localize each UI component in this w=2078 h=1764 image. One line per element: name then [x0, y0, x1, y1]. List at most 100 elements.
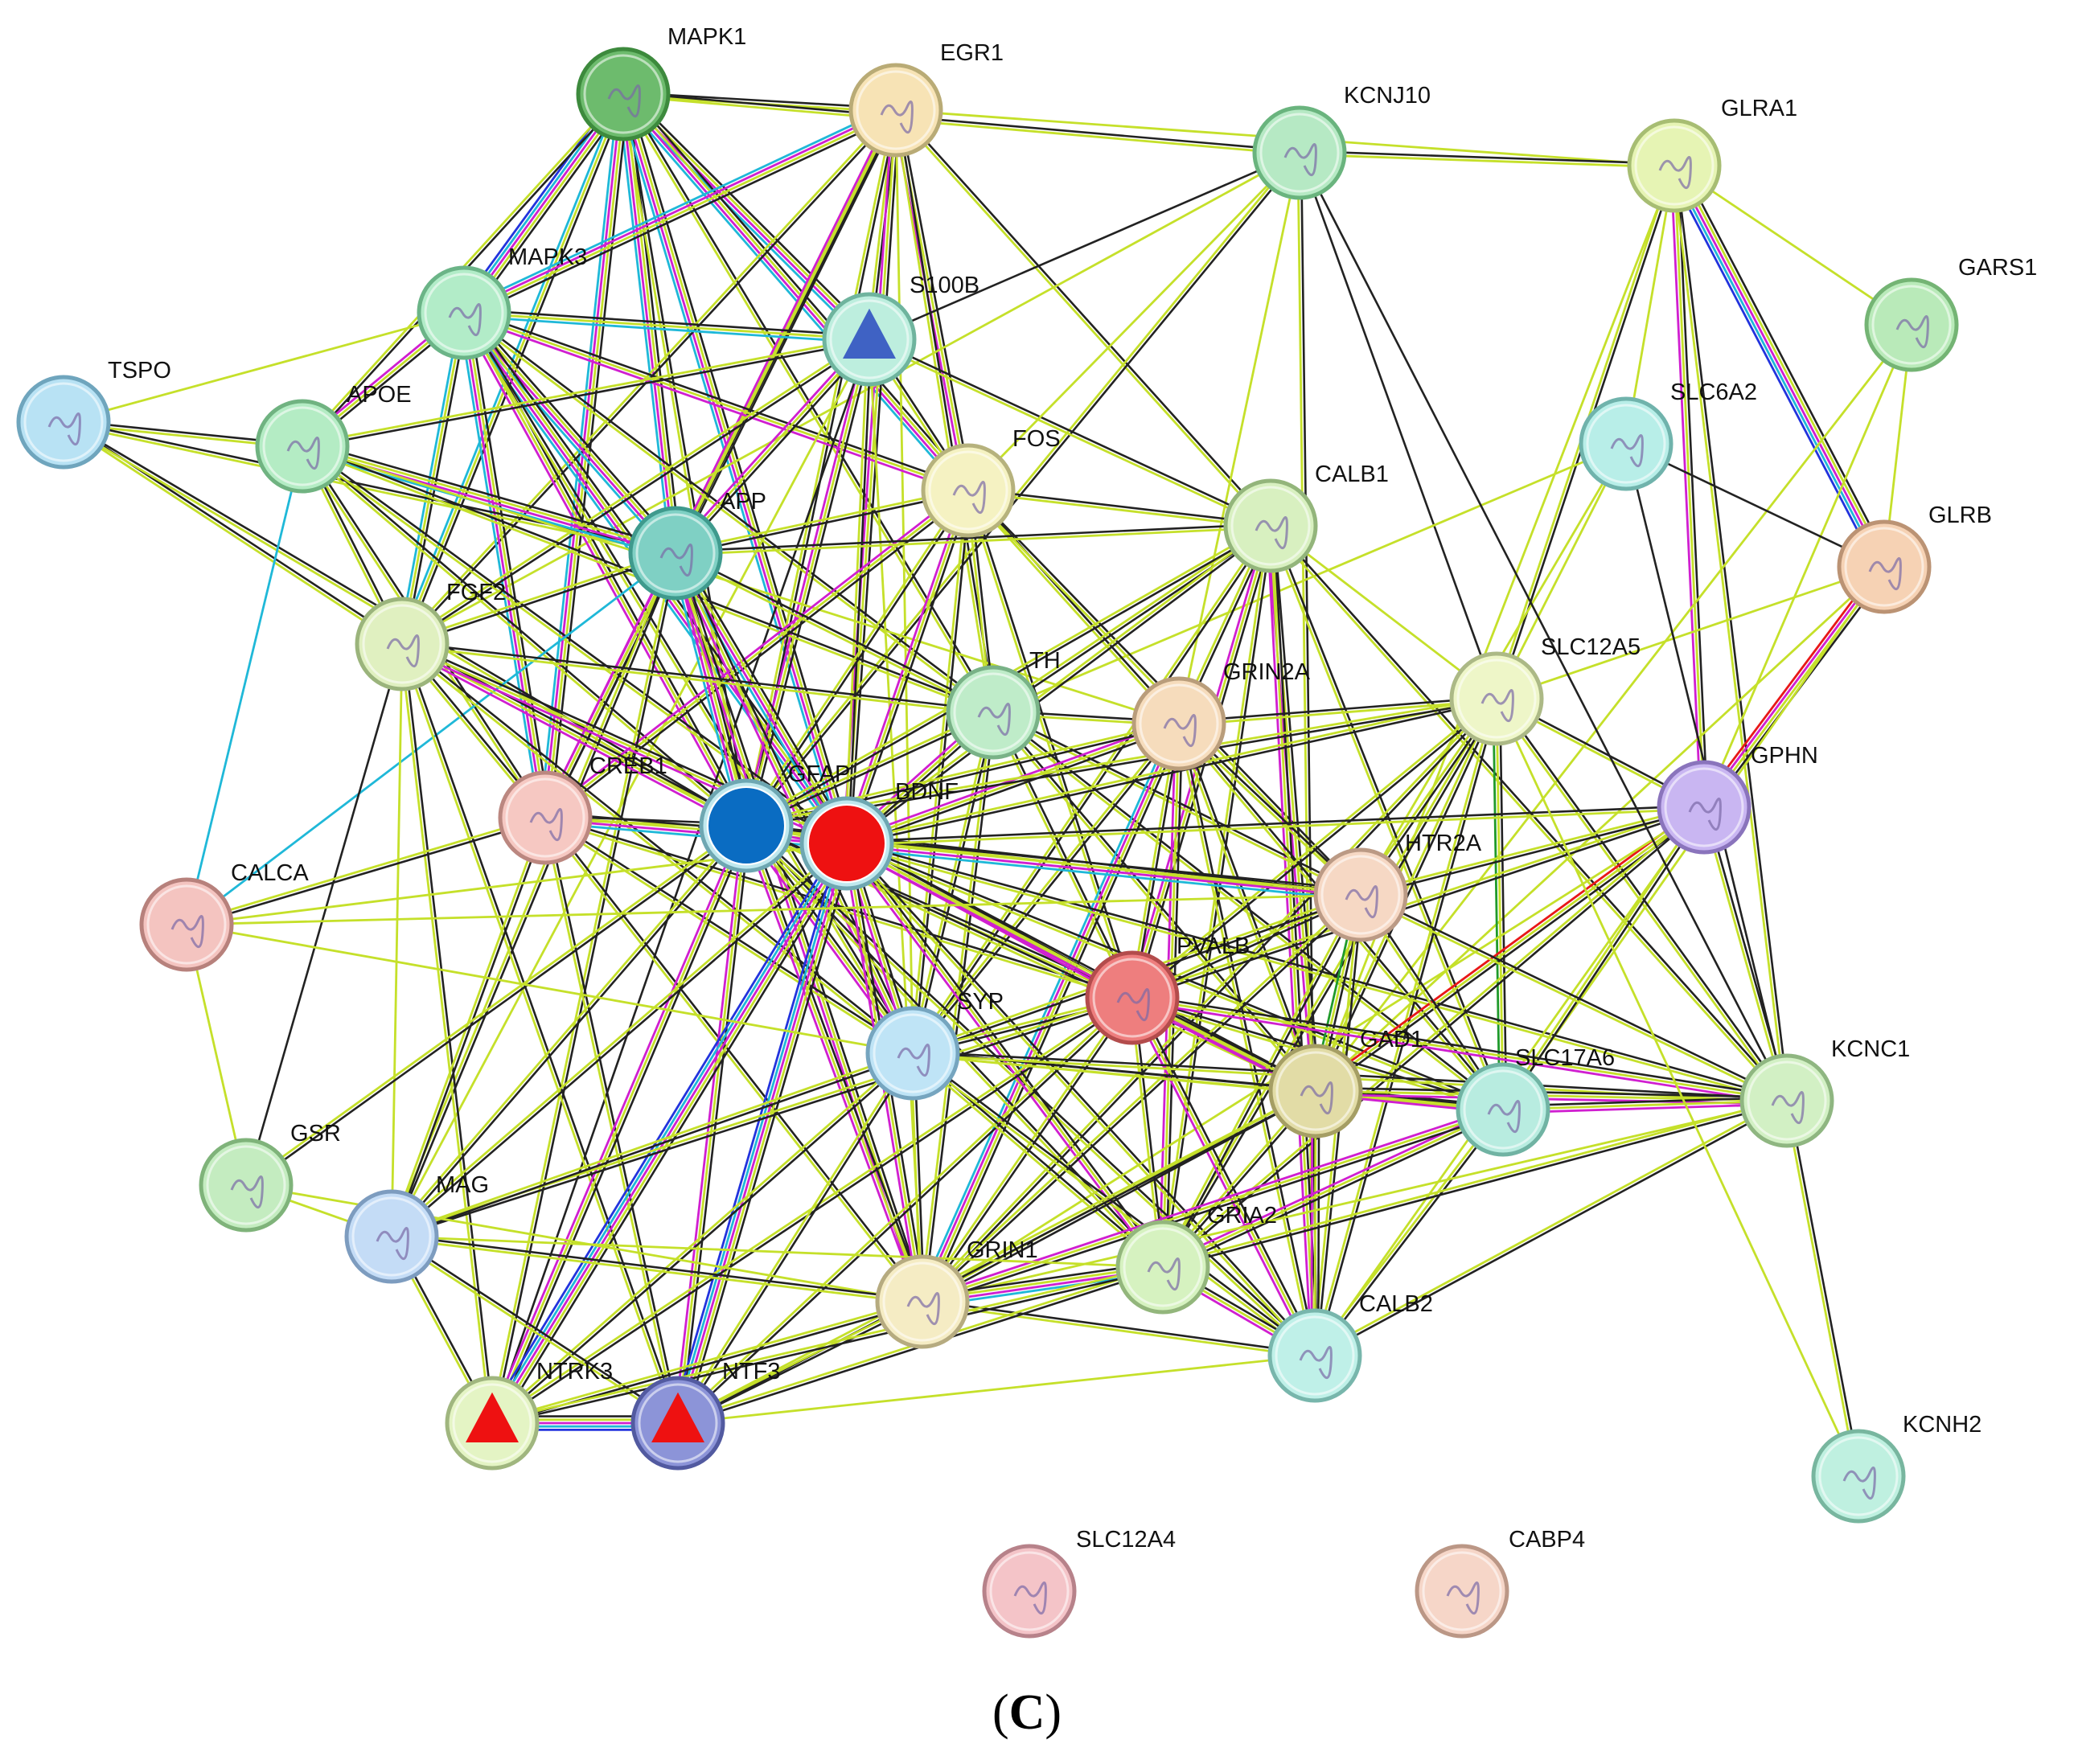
node-slc12a5[interactable]: SLC12A5	[1449, 634, 1641, 746]
node-circle[interactable]	[1456, 1062, 1550, 1157]
node-fos[interactable]: FOS	[921, 426, 1061, 538]
edge-strand	[922, 699, 1499, 1304]
node-cabp4[interactable]: CABP4	[1415, 1527, 1585, 1639]
node-tspo[interactable]: TSPO	[16, 358, 171, 470]
node-circle[interactable]	[1449, 651, 1544, 746]
node-circle[interactable]	[355, 597, 450, 691]
edge-strand	[1268, 526, 1787, 1103]
node-circle[interactable]	[1085, 950, 1180, 1045]
node-circle[interactable]	[946, 665, 1041, 760]
node-ntrk3[interactable]: NTRK3	[445, 1359, 613, 1471]
node-mag[interactable]: MAG	[344, 1172, 489, 1284]
node-pvalb[interactable]: PVALB	[1085, 933, 1250, 1045]
node-circle[interactable]	[1223, 478, 1318, 573]
edge-bdnf-gphn	[846, 804, 1705, 847]
protein-structure-icon	[1446, 1581, 1480, 1614]
node-ntf3[interactable]: NTF3	[630, 1359, 781, 1471]
node-th[interactable]: TH	[946, 648, 1061, 760]
node-slc12a4[interactable]: SLC12A4	[982, 1527, 1176, 1639]
node-circle[interactable]	[1864, 277, 1959, 372]
node-kcnc1[interactable]: KCNC1	[1739, 1036, 1910, 1148]
edge-strand	[464, 308, 870, 338]
node-gfap[interactable]: GFAP	[699, 761, 850, 873]
node-calca[interactable]: CALCA	[139, 860, 309, 972]
node-egr1[interactable]: EGR1	[848, 40, 1004, 158]
node-slc17a6[interactable]: SLC17A6	[1456, 1045, 1615, 1157]
node-creb1[interactable]: CREB1	[498, 753, 667, 865]
edge-strand	[1671, 166, 1787, 1101]
node-circle[interactable]	[875, 1254, 970, 1349]
node-circle[interactable]	[1837, 519, 1932, 614]
node-circle[interactable]	[1131, 676, 1226, 771]
node-gphn[interactable]: GPHN	[1657, 743, 1818, 855]
node-gad1[interactable]: GAD1	[1268, 1027, 1423, 1138]
node-syp[interactable]: SYP	[865, 989, 1004, 1101]
node-kcnh2[interactable]: KCNH2	[1811, 1412, 1981, 1524]
node-circle[interactable]	[1415, 1544, 1509, 1639]
node-calb2[interactable]: CALB2	[1267, 1291, 1433, 1403]
node-circle[interactable]	[199, 1138, 294, 1233]
node-circle[interactable]	[1115, 1220, 1210, 1315]
node-fgf2[interactable]: FGF2	[355, 580, 506, 691]
edge-strand	[464, 310, 678, 553]
edge-strand	[1179, 699, 1497, 727]
node-calb1[interactable]: CALB1	[1223, 462, 1389, 573]
node-slc6a2[interactable]: SLC6A2	[1579, 379, 1757, 491]
node-label: CREB1	[589, 753, 667, 779]
node-circle[interactable]	[1268, 1044, 1363, 1138]
node-circle[interactable]	[344, 1189, 439, 1284]
node-circle[interactable]	[628, 506, 723, 601]
node-app[interactable]: APP	[628, 489, 766, 601]
node-circle[interactable]	[498, 770, 593, 865]
edge-slc17a6-calb2	[1312, 1107, 1505, 1358]
edge-gphn-htr2a	[1360, 804, 1705, 898]
edge-gfap-mag	[389, 823, 749, 1239]
node-circle[interactable]	[1739, 1053, 1834, 1148]
edge-strand	[893, 110, 993, 713]
node-circle[interactable]	[1579, 396, 1673, 491]
edge-strand	[1701, 807, 1787, 1101]
node-circle[interactable]	[255, 399, 350, 494]
protein-structure-icon	[977, 703, 1011, 736]
node-circle[interactable]	[848, 63, 943, 158]
node-label: FGF2	[446, 580, 506, 605]
edge-strand	[1270, 524, 1497, 700]
node-gsr[interactable]: GSR	[199, 1121, 341, 1233]
node-circle[interactable]	[576, 47, 671, 142]
node-s100b[interactable]: S100B	[822, 273, 979, 387]
edge-kcnj10-calb2	[1296, 152, 1318, 1356]
node-circle[interactable]	[1811, 1429, 1906, 1524]
node-glrb[interactable]: GLRB	[1837, 503, 1992, 614]
edge-kcnj10-kcnc1	[1298, 152, 1788, 1101]
edge-fgf2-ntf3	[399, 642, 681, 1425]
node-kcnj10[interactable]: KCNJ10	[1252, 83, 1431, 200]
node-circle[interactable]	[1657, 760, 1752, 855]
node-gars1[interactable]: GARS1	[1864, 255, 2037, 372]
node-grin1[interactable]: GRIN1	[875, 1237, 1038, 1349]
node-circle[interactable]	[982, 1544, 1077, 1639]
node-circle[interactable]	[16, 375, 111, 470]
node-glra1[interactable]: GLRA1	[1627, 96, 1797, 213]
node-circle[interactable]	[417, 265, 511, 360]
node-circle[interactable]	[1267, 1308, 1362, 1403]
node-circle[interactable]	[1252, 105, 1347, 200]
node-circle[interactable]	[139, 877, 234, 972]
edge-strand	[674, 552, 914, 1054]
node-bdnf[interactable]: BDNF	[799, 779, 959, 891]
edge-strand	[459, 315, 673, 558]
node-gria2[interactable]: GRIA2	[1115, 1203, 1277, 1315]
node-circle[interactable]	[1627, 118, 1722, 213]
edge-gfap-gsr	[244, 823, 748, 1188]
node-mapk3[interactable]: MAPK3	[417, 244, 587, 360]
edge-app-ntrk3	[489, 552, 679, 1424]
node-grin2a[interactable]: GRIN2A	[1131, 659, 1311, 771]
node-htr2a[interactable]: HTR2A	[1313, 831, 1482, 942]
node-apoe[interactable]: APOE	[255, 382, 412, 494]
edge-glra1-gars1	[1673, 164, 1912, 326]
edge-strand	[675, 487, 968, 553]
node-circle[interactable]	[865, 1006, 960, 1101]
node-circle[interactable]	[921, 443, 1016, 538]
node-mapk1[interactable]: MAPK1	[576, 24, 746, 142]
node-circle[interactable]	[1313, 847, 1408, 942]
